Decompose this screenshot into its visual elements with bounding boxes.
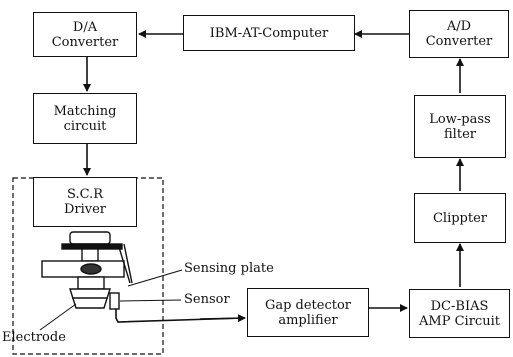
apparatus-drawing	[41, 231, 133, 310]
leader-electrode	[39, 303, 77, 331]
ad-converter-line1: A/D	[446, 19, 472, 34]
da-converter-line1: D/A	[72, 19, 98, 35]
gap-detector-line1: Gap detector	[264, 297, 352, 313]
da-converter-line2: Converter	[51, 34, 119, 50]
arrow-sensor-to-gap-head	[199, 314, 246, 323]
dc-bias-line1: DC-BIAS	[430, 298, 489, 314]
lowpass-line1: Low-pass	[429, 111, 491, 127]
electrode-label: Electrode	[2, 330, 66, 345]
scr-driver-line1: S.C.R	[67, 187, 103, 202]
gap-detector-line2: amplifier	[278, 312, 338, 328]
lowpass-line2: filter	[444, 126, 476, 142]
matching-line2: circuit	[63, 118, 107, 134]
scr-driver-line2: Driver	[63, 202, 107, 217]
sensing-plate-label: Sensing plate	[184, 261, 274, 276]
matching-line1: Matching	[53, 103, 117, 119]
computer-label: IBM-AT-Computer	[209, 25, 329, 41]
clippter-block: Clippter	[414, 193, 506, 243]
clippter-label: Clippter	[432, 210, 488, 226]
computer-block: IBM-AT-Computer	[183, 15, 355, 51]
sensor-label: Sensor	[184, 292, 230, 307]
leader-sensor	[119, 299, 182, 302]
leader-sensing-plate	[127, 269, 183, 287]
ad-converter-line2: Converter	[425, 34, 493, 49]
dc-bias-line2: AMP Circuit	[419, 313, 500, 329]
